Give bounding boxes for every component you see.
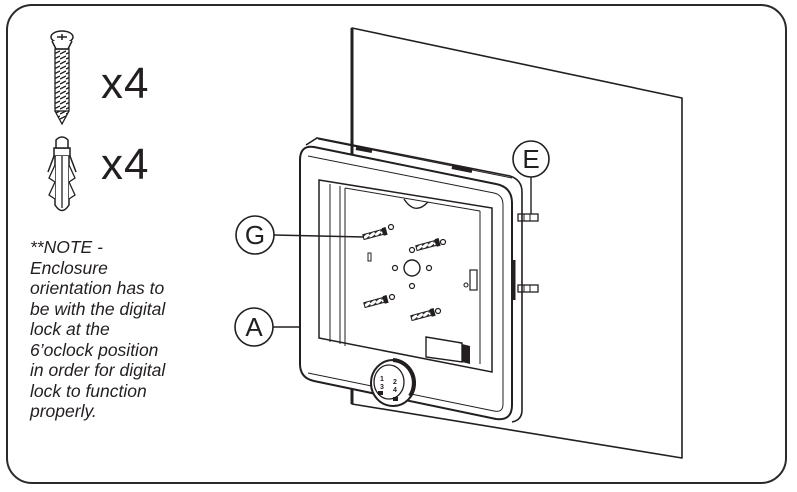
- diagram-frame: [6, 4, 787, 484]
- wall-fastener-upper: [517, 213, 539, 222]
- anchor-quantity: x4: [101, 140, 150, 189]
- callout-e: E: [512, 140, 550, 214]
- wall-fastener-lower: [517, 284, 539, 293]
- orientation-note: **NOTE - Enclosure orientation has to be…: [30, 237, 166, 421]
- callout-g: G: [235, 215, 365, 255]
- callout-a-label: A: [245, 312, 263, 342]
- digital-lock: [370, 358, 416, 407]
- callout-a: A: [234, 307, 300, 347]
- enclosure-screw-2: [415, 238, 441, 252]
- enclosure-screw-3: [363, 295, 389, 309]
- callout-e-label: E: [522, 144, 539, 174]
- screw-icon: [50, 30, 74, 126]
- screw-quantity: x4: [101, 59, 150, 108]
- callout-g-label: G: [245, 220, 265, 250]
- enclosure: [299, 137, 523, 423]
- wall-anchor-icon: [47, 136, 77, 212]
